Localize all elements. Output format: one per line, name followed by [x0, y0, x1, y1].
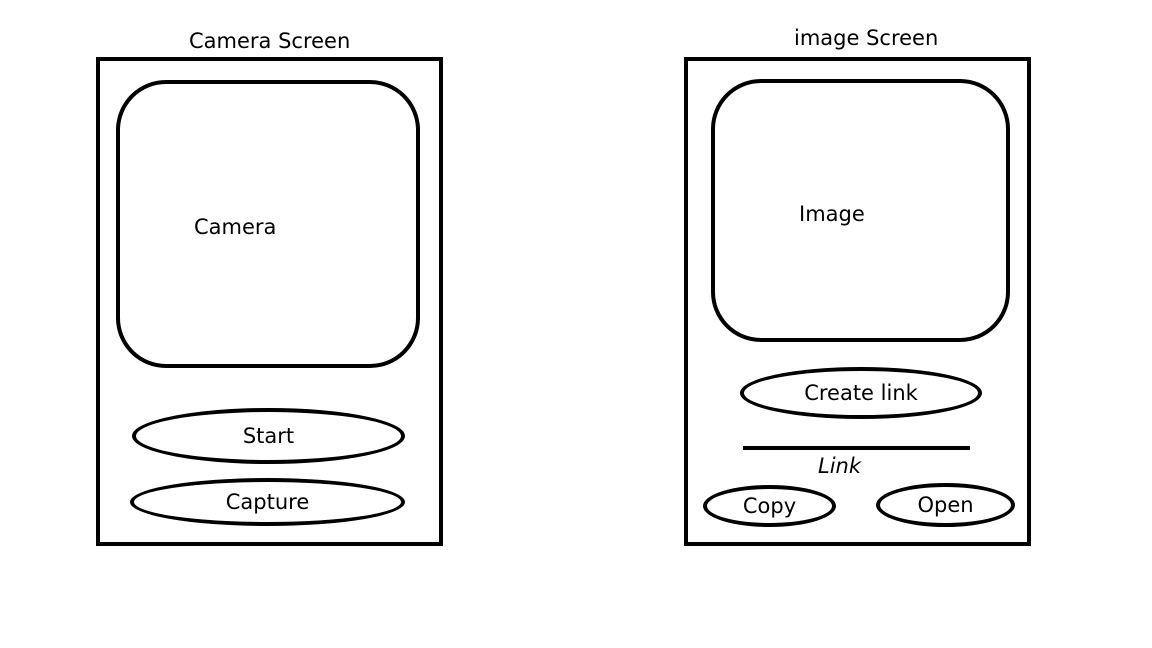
image-screen-title: image Screen [794, 26, 939, 50]
open-button[interactable]: Open [876, 483, 1015, 527]
copy-button-label: Copy [742, 494, 797, 518]
camera-viewport-label: Camera [194, 215, 277, 239]
camera-screen-frame [96, 57, 443, 546]
create-link-button-label: Create link [804, 381, 918, 405]
create-link-button[interactable]: Create link [740, 367, 982, 419]
camera-screen-title: Camera Screen [189, 29, 351, 53]
link-text[interactable]: Link [818, 454, 862, 478]
image-screen-frame [684, 57, 1031, 546]
open-button-label: Open [917, 493, 974, 517]
image-viewport [711, 79, 1010, 342]
capture-button[interactable]: Capture [130, 478, 405, 526]
start-button-label: Start [242, 424, 295, 448]
start-button[interactable]: Start [132, 408, 405, 464]
copy-button[interactable]: Copy [703, 485, 836, 527]
image-viewport-label: Image [799, 202, 865, 226]
camera-viewport [116, 80, 420, 368]
link-field-line [743, 446, 970, 450]
capture-button-label: Capture [225, 490, 310, 514]
